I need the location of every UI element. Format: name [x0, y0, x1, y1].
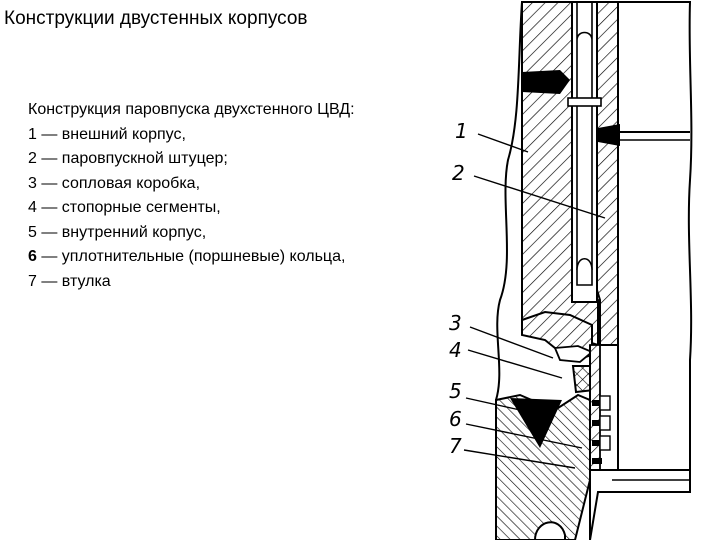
- probe-collar: [567, 97, 602, 107]
- caption-num-6: 6: [28, 248, 37, 265]
- caption-item-7: 7 — втулка: [28, 270, 438, 295]
- inlet-pipe: [596, 1, 619, 346]
- caption-text-2: — паровпускной штуцер;: [36, 150, 228, 167]
- caption-item-1: 1 — внешний корпус,: [28, 123, 438, 148]
- callout-2: 2: [452, 161, 465, 185]
- callout-6: 6: [449, 407, 462, 431]
- inner-casing-black-wedge: [510, 398, 562, 448]
- callout-5: 5: [449, 379, 462, 403]
- caption-item-2: 2 — паровпускной штуцер;: [28, 147, 438, 172]
- caption-heading: Конструкция паровпуска двухстенного ЦВД:: [28, 101, 355, 118]
- sleeve: [589, 344, 601, 471]
- caption-text-1: — внешний корпус,: [36, 125, 186, 143]
- weld-bead-top: [522, 70, 570, 94]
- figure-caption: Конструкция паровпуска двухстенного ЦВД:…: [28, 98, 438, 294]
- caption-text-4: — стопорные сегменты,: [36, 199, 221, 216]
- callout-4: 4: [449, 338, 462, 362]
- caption-num-2: 2: [28, 150, 37, 167]
- leader-lines: [463, 133, 606, 469]
- bottom-bolt-head: [533, 521, 566, 540]
- slide-title: Конструкции двустенных корпусов: [4, 8, 308, 29]
- callout-7: 7: [449, 434, 462, 458]
- piston-rings: [592, 395, 611, 464]
- caption-item-6: 6 — уплотнительные (поршневые) кольца,: [28, 245, 438, 270]
- caption-item-5: 5 — внутренний корпус,: [28, 221, 438, 246]
- callout-3: 3: [449, 311, 462, 335]
- caption-text-3: — сопловая коробка,: [36, 174, 201, 192]
- caption-text-5: — внутренний корпус,: [36, 223, 207, 241]
- caption-text-6: — уплотнительные (поршневые) кольца,: [36, 248, 346, 265]
- caption-text-7: — втулка: [36, 272, 111, 290]
- caption-num-3: 3: [28, 174, 37, 192]
- caption-num-5: 5: [28, 223, 37, 241]
- caption-item-3: 3 — сопловая коробка,: [28, 172, 438, 197]
- weld-bead-mid: [598, 124, 620, 146]
- probe-tip: [576, 257, 593, 286]
- caption-num-7: 7: [28, 272, 37, 290]
- caption-num-4: 4: [28, 199, 37, 216]
- steam-bore: [571, 1, 598, 303]
- bottom-flange: [589, 469, 691, 540]
- caption-item-4: 4 — стопорные сегменты,: [28, 196, 438, 221]
- caption-num-1: 1: [28, 125, 37, 143]
- right-wall: [617, 1, 693, 471]
- probe-rod: [576, 2, 593, 41]
- callout-1: 1: [455, 119, 468, 143]
- section-edge: [495, 1, 523, 540]
